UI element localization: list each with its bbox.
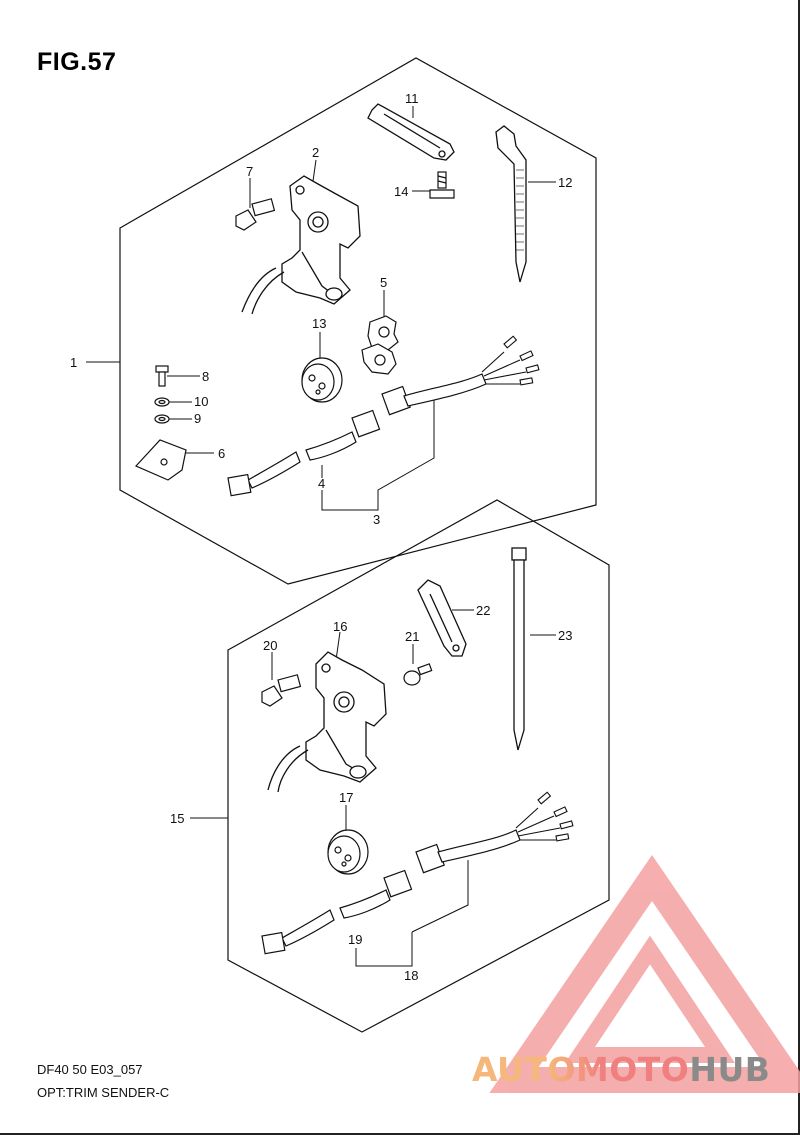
part-10-washer <box>154 397 170 407</box>
callout-16: 16 <box>333 619 347 634</box>
part-9-washer <box>154 414 170 424</box>
callout-9: 9 <box>194 411 201 426</box>
callout-15: 15 <box>170 811 184 826</box>
part-21-screw <box>403 663 433 686</box>
part-20-bolt <box>261 674 302 707</box>
part-12-cable-tie <box>495 125 527 283</box>
watermark-text: AUTOMOTOHUB <box>472 1050 770 1089</box>
callout-4: 4 <box>318 476 325 491</box>
callout-13: 13 <box>312 316 326 331</box>
group-box-upper <box>119 57 597 585</box>
callout-7: 7 <box>246 164 253 179</box>
part-19-wire-harness <box>261 869 413 955</box>
part-3-wire-harness <box>381 335 540 416</box>
callout-1: 1 <box>70 355 77 370</box>
callout-6: 6 <box>218 446 225 461</box>
callout-22: 22 <box>476 603 490 618</box>
assembly-name: OPT:TRIM SENDER-C <box>37 1085 170 1100</box>
figure-title: FIG.57 <box>37 48 117 76</box>
callout-11: 11 <box>405 91 419 106</box>
watermark-text-hub: HUB <box>689 1050 771 1089</box>
callout-19: 19 <box>348 932 362 947</box>
callout-23: 23 <box>558 628 572 643</box>
callout-5: 5 <box>380 275 387 290</box>
model-code: DF40 50 E03_057 <box>37 1062 143 1077</box>
watermark-logo <box>489 854 800 1093</box>
leader-lines-lower <box>190 609 556 967</box>
part-22-clamp-strap <box>417 579 467 657</box>
part-23-cable-tie <box>511 547 527 751</box>
part-5-clips <box>361 315 399 375</box>
part-2-trim-sender <box>241 175 361 315</box>
watermark-text-brand: AUTOMOTO <box>472 1050 690 1089</box>
callout-17: 17 <box>339 790 353 805</box>
part-17-magnet <box>327 829 369 875</box>
part-7-bolt <box>235 198 276 231</box>
part-18-wire-harness <box>415 791 574 874</box>
part-13-magnet <box>301 357 343 403</box>
group-box-lower <box>227 499 610 1033</box>
callout-10: 10 <box>194 394 208 409</box>
part-4-wire-harness <box>227 409 381 497</box>
callout-3: 3 <box>373 512 380 527</box>
callout-18: 18 <box>404 968 418 983</box>
part-11-clamp-strap <box>367 103 455 161</box>
callout-12: 12 <box>558 175 572 190</box>
callout-14: 14 <box>394 184 408 199</box>
callout-21: 21 <box>405 629 419 644</box>
part-16-trim-sender <box>267 651 387 793</box>
part-8-bolt <box>155 365 169 387</box>
leader-lines-upper <box>86 106 556 511</box>
part-14-screw <box>429 171 455 199</box>
callout-2: 2 <box>312 145 319 160</box>
part-6-plate <box>134 439 187 481</box>
callout-8: 8 <box>202 369 209 384</box>
callout-20: 20 <box>263 638 277 653</box>
